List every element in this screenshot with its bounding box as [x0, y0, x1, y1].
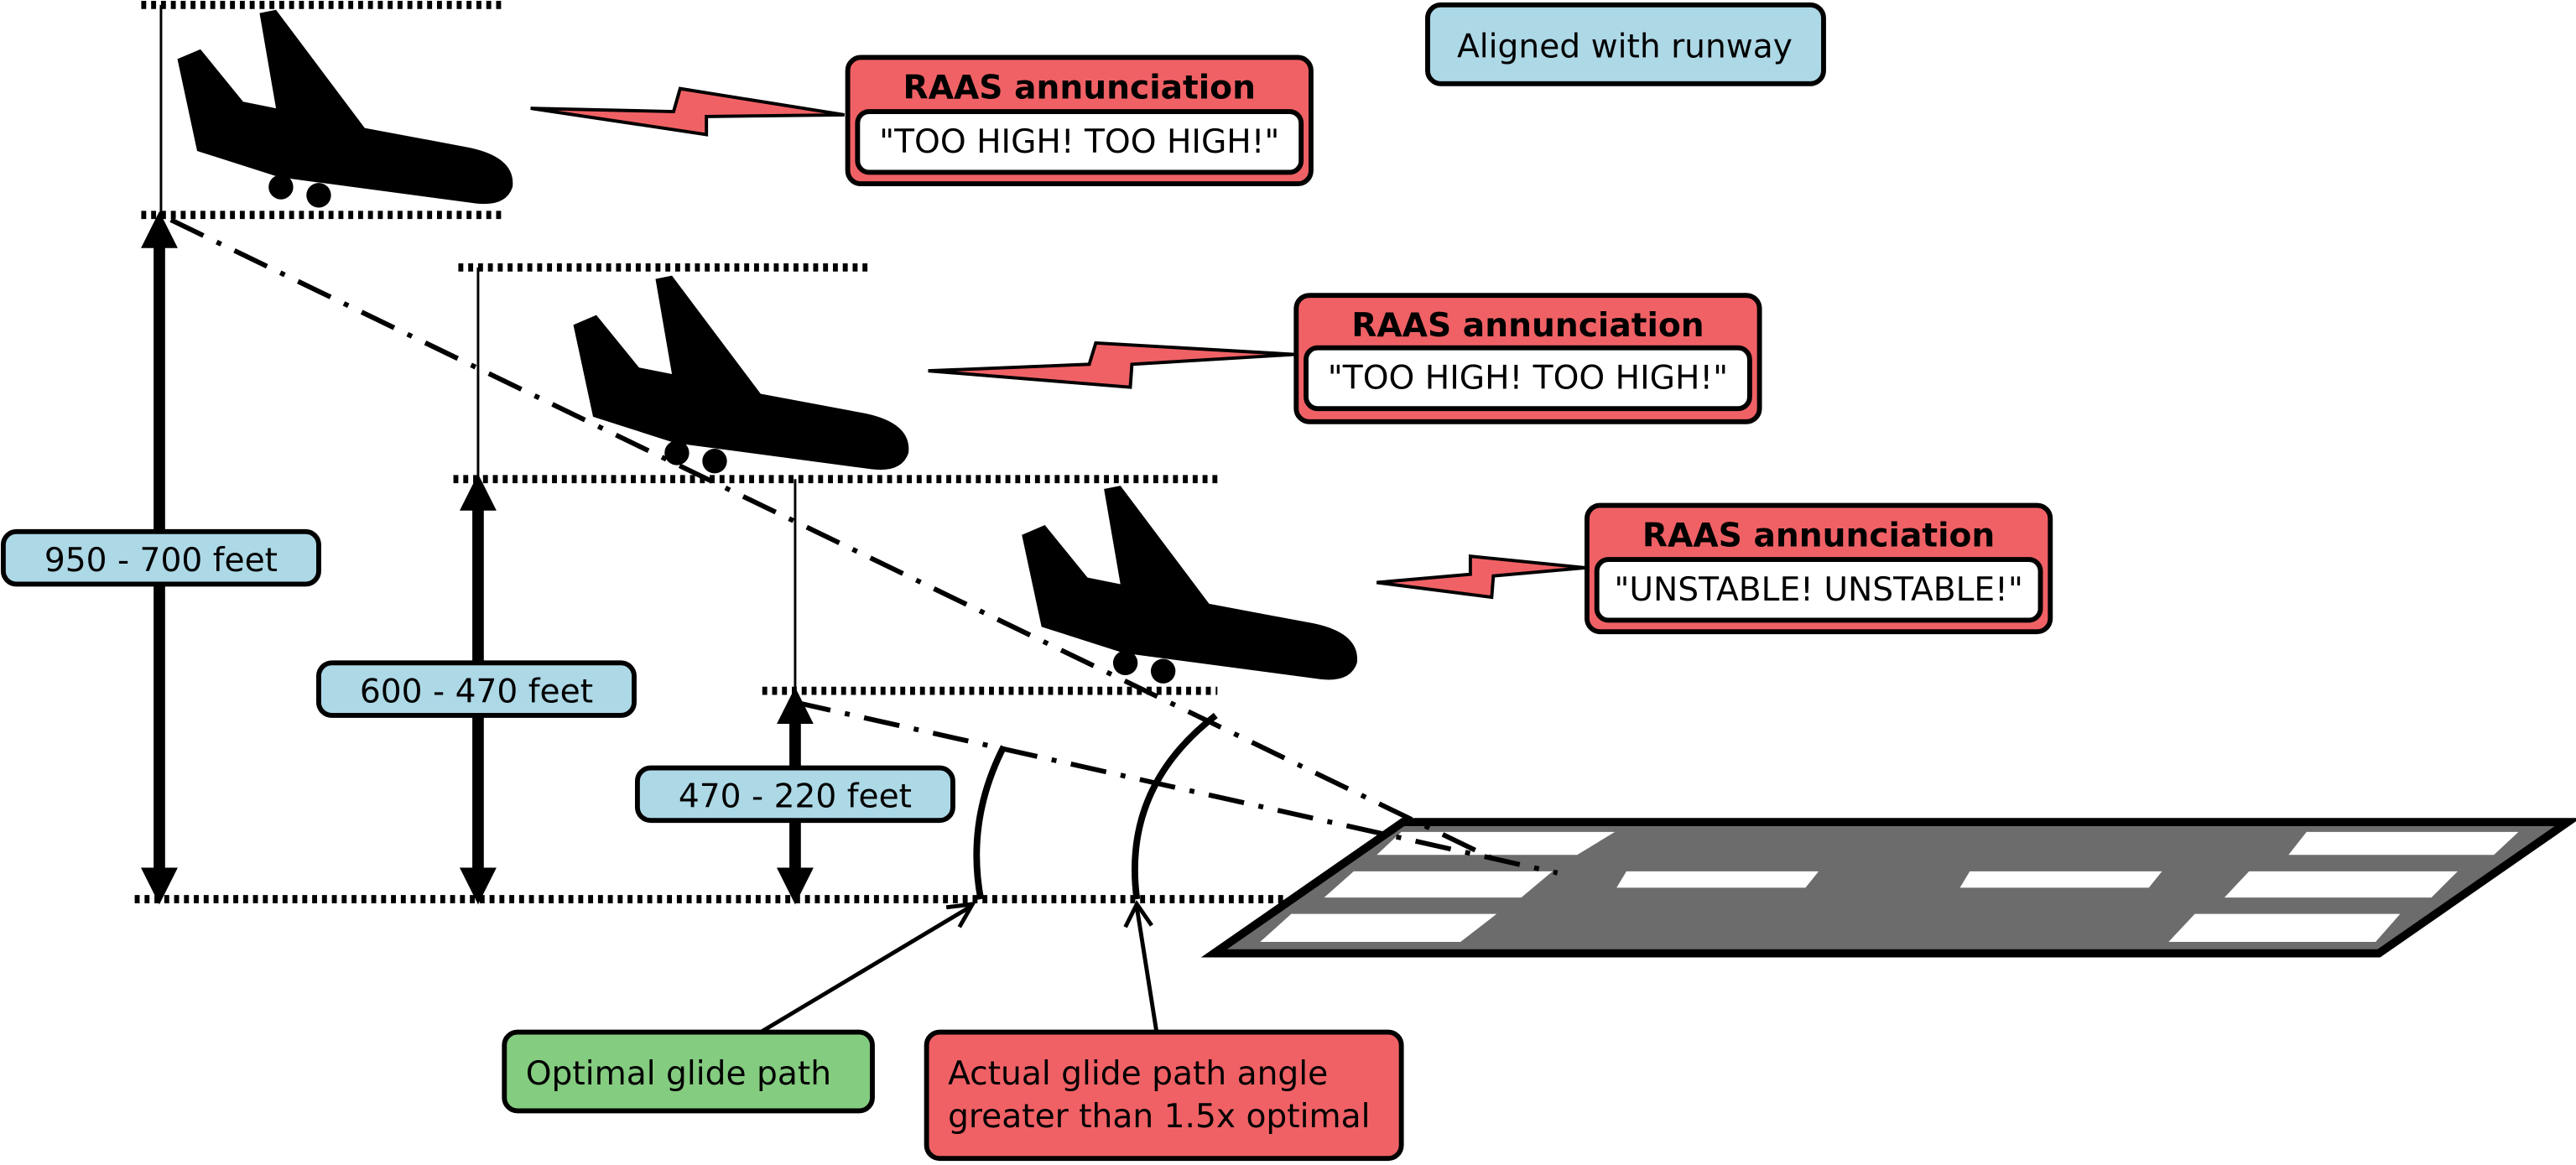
actual-text-line1: Actual glide path angle	[948, 1055, 1328, 1093]
range-label-3: 470 - 220 feet	[634, 765, 955, 824]
raas-title: RAAS annunciation	[1351, 307, 1704, 345]
range-text-1: 950 - 700 feet	[44, 542, 278, 580]
raas-message: "UNSTABLE! UNSTABLE!"	[1614, 571, 2023, 609]
airplane-icon	[1022, 486, 1358, 684]
pointer-arrows	[759, 900, 1159, 1034]
optimal-label: Optimal glide path	[502, 1029, 875, 1114]
range-label-2: 600 - 470 feet	[316, 660, 637, 718]
airplane-icon	[573, 275, 909, 474]
raas-title: RAAS annunciation	[903, 69, 1256, 107]
raas-box-3: RAAS annunciation "UNSTABLE! UNSTABLE!"	[1585, 502, 2053, 635]
raas-message: "TOO HIGH! TOO HIGH!"	[1328, 360, 1728, 398]
range-label-1: 950 - 700 feet	[0, 528, 321, 587]
lightning-icon	[530, 86, 846, 137]
airplane-icon	[177, 9, 513, 208]
glide-paths	[169, 217, 1559, 876]
raas-message: "TOO HIGH! TOO HIGH!"	[879, 123, 1279, 161]
raas-title: RAAS annunciation	[1642, 517, 1995, 554]
raas-box-1: RAAS annunciation "TOO HIGH! TOO HIGH!"	[845, 55, 1314, 187]
range-text-2: 600 - 470 feet	[360, 673, 593, 710]
angle-arcs	[973, 712, 1218, 900]
aligned-label: Aligned with runway	[1425, 2, 1826, 86]
airplanes	[177, 9, 1358, 684]
actual-label: Actual glide path angle greater than 1.5…	[924, 1029, 1404, 1162]
runway-icon	[1200, 818, 2576, 958]
range-text-3: 470 - 220 feet	[679, 778, 912, 816]
raas-box-2: RAAS annunciation "TOO HIGH! TOO HIGH!"	[1293, 293, 1762, 424]
optimal-text: Optimal glide path	[526, 1055, 831, 1093]
guide-lines	[159, 4, 797, 691]
lightning-icon	[928, 341, 1295, 389]
lightning-icon	[1376, 554, 1586, 600]
actual-text-line2: greater than 1.5x optimal	[948, 1098, 1370, 1136]
aligned-text: Aligned with runway	[1457, 28, 1793, 65]
